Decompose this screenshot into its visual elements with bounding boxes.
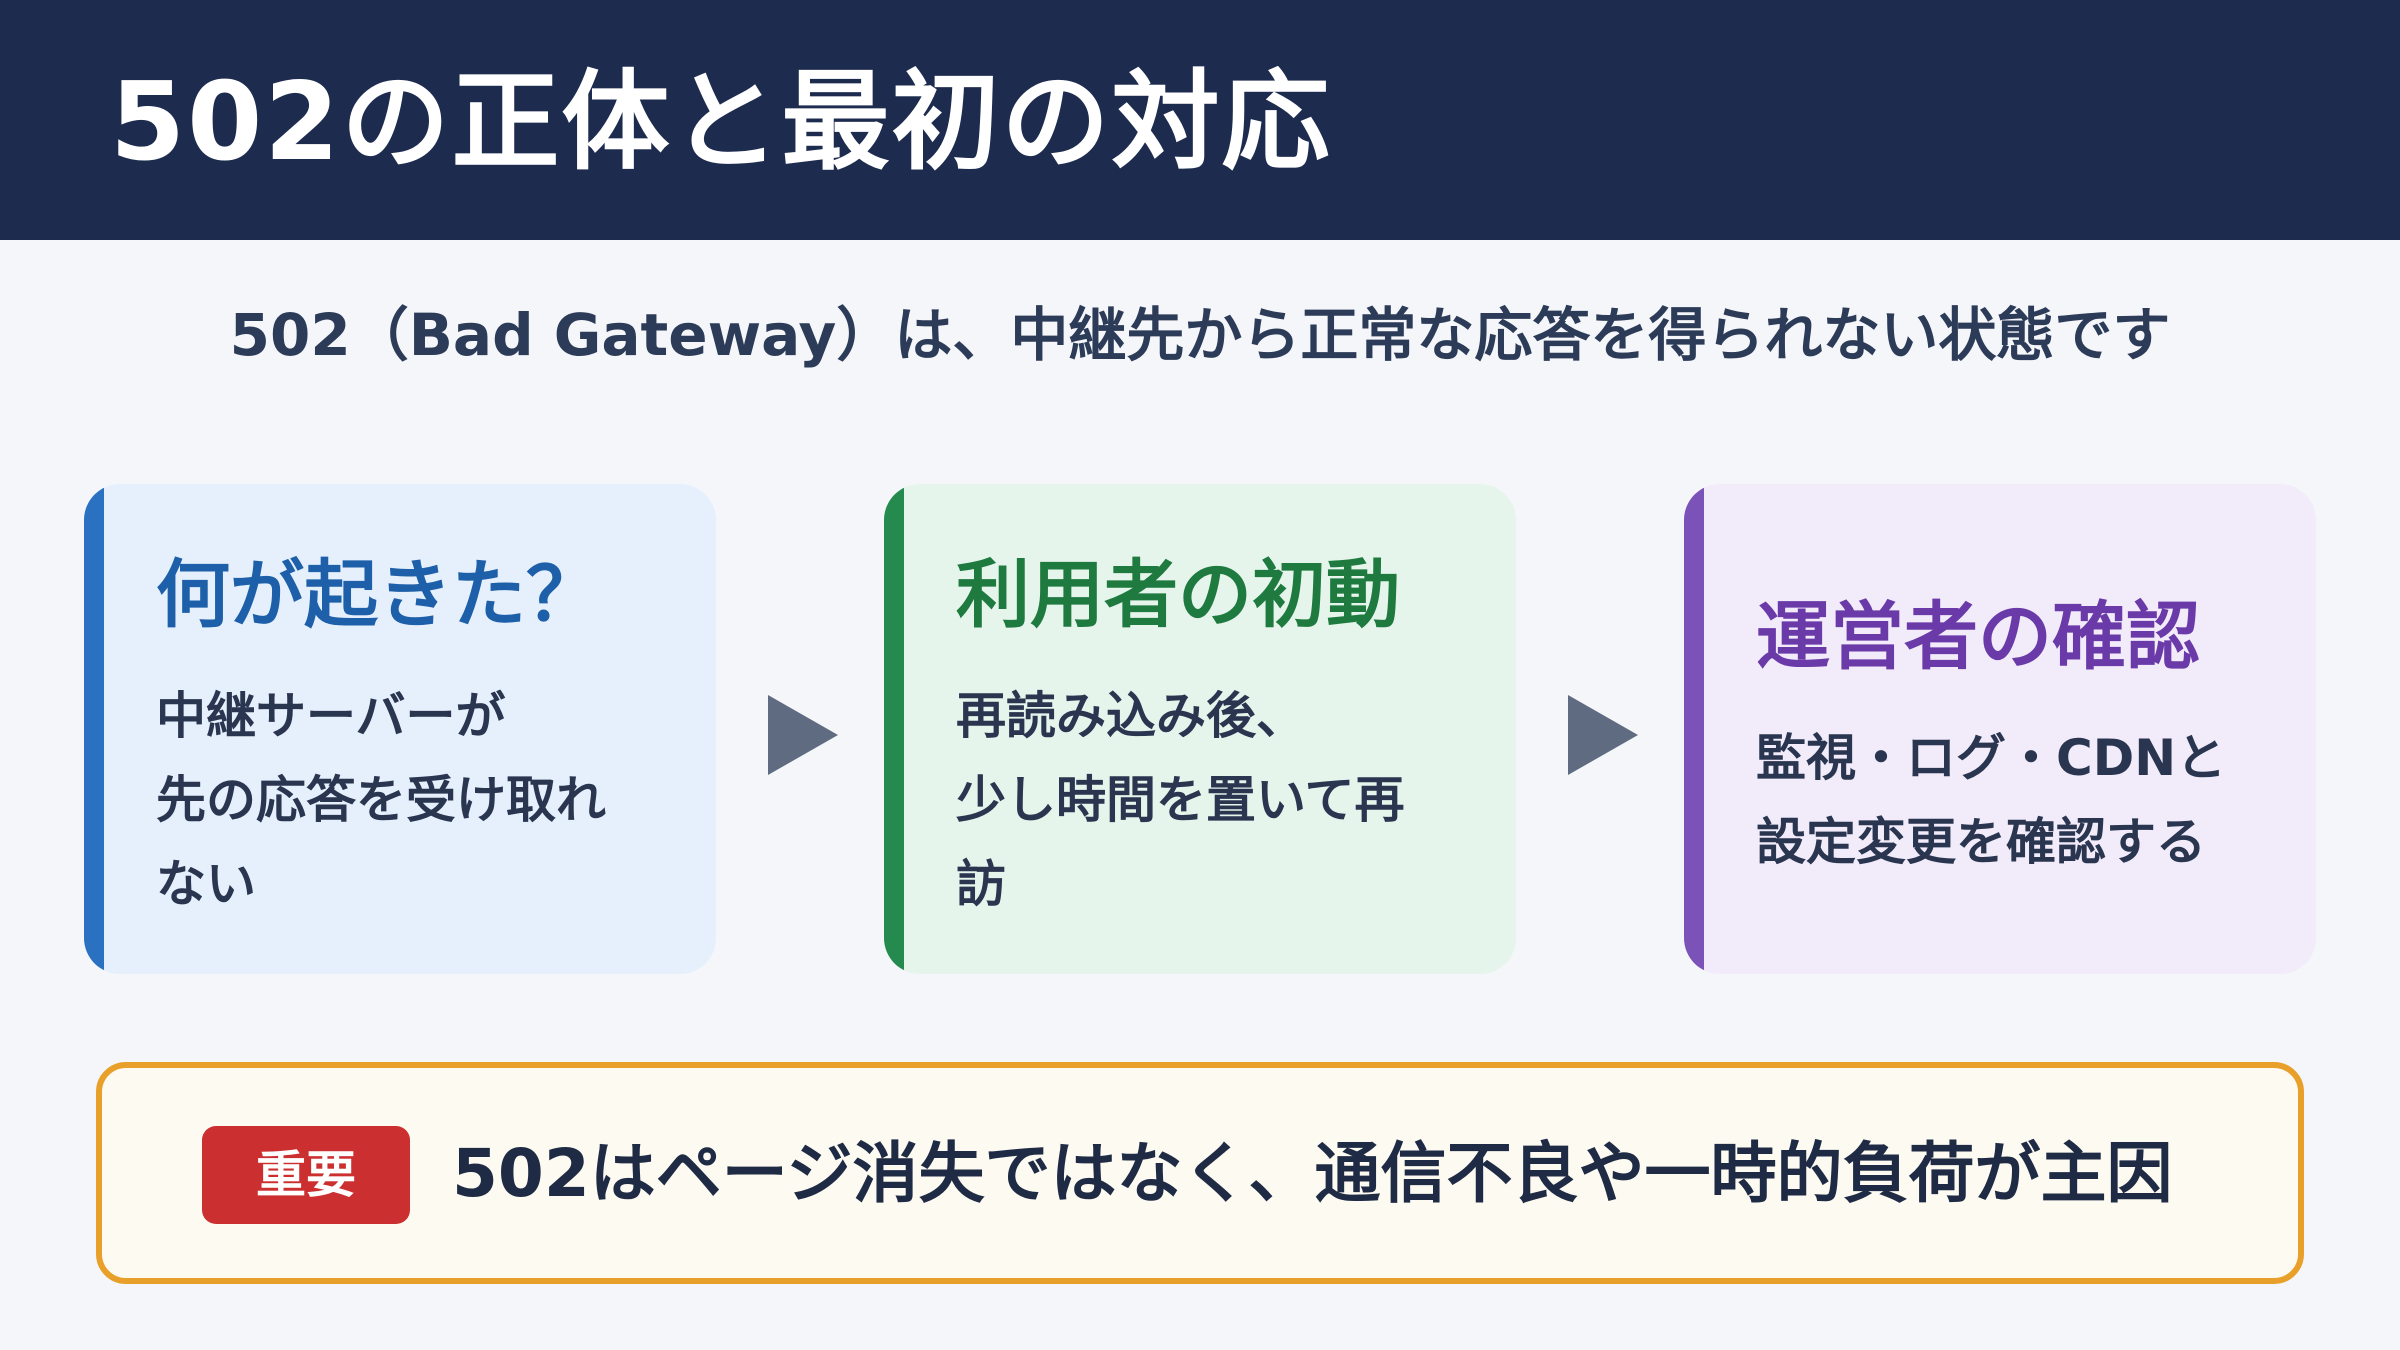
right-triangle-icon: [1568, 695, 1638, 775]
important-badge: 重要: [202, 1126, 410, 1224]
card-title: 利用者の初動: [956, 552, 1400, 638]
card-accent-bar: [1684, 484, 1704, 974]
card-body-line: 先の応答を受け取れ: [156, 771, 606, 829]
card-body: 再読み込み後、 少し時間を置いて再 訪: [956, 674, 1504, 926]
card-accent-bar: [884, 484, 904, 974]
card-user-first-action: 利用者の初動 再読み込み後、 少し時間を置いて再 訪: [884, 484, 1516, 974]
card-operator-check: 運営者の確認 監視・ログ・CDNと 設定変更を確認する: [1684, 484, 2316, 974]
page-subtitle: 502（Bad Gateway）は、中継先から正常な応答を得られない状態です: [229, 301, 2171, 369]
card-title: 運営者の確認: [1756, 594, 2200, 680]
card-body-line: 再読み込み後、: [956, 687, 1306, 745]
card-body-line: 監視・ログ・CDNと: [1756, 729, 2227, 787]
card-body: 監視・ログ・CDNと 設定変更を確認する: [1756, 716, 2304, 884]
card-what-happened: 何が起きた？ 中継サーバーが 先の応答を受け取れ ない: [84, 484, 716, 974]
card-body-line: 少し時間を置いて再: [956, 771, 1405, 829]
card-body-line: 中継サーバーが: [156, 687, 506, 745]
right-triangle-icon: [768, 695, 838, 775]
callout-text: 502はページ消失ではなく、通信不良や一時的負荷が主因: [452, 1135, 2173, 1212]
card-body-line: 設定変更を確認する: [1756, 813, 2206, 871]
important-callout: 重要 502はページ消失ではなく、通信不良や一時的負荷が主因: [96, 1062, 2304, 1284]
card-body-line: ない: [156, 855, 256, 913]
header-banner: 502の正体と最初の対応: [0, 0, 2400, 240]
card-title: 何が起きた？: [156, 552, 600, 638]
card-body: 中継サーバーが 先の応答を受け取れ ない: [156, 674, 704, 926]
card-body-line: 訪: [956, 855, 1006, 913]
page-title: 502の正体と最初の対応: [110, 60, 1332, 185]
card-accent-bar: [84, 484, 104, 974]
